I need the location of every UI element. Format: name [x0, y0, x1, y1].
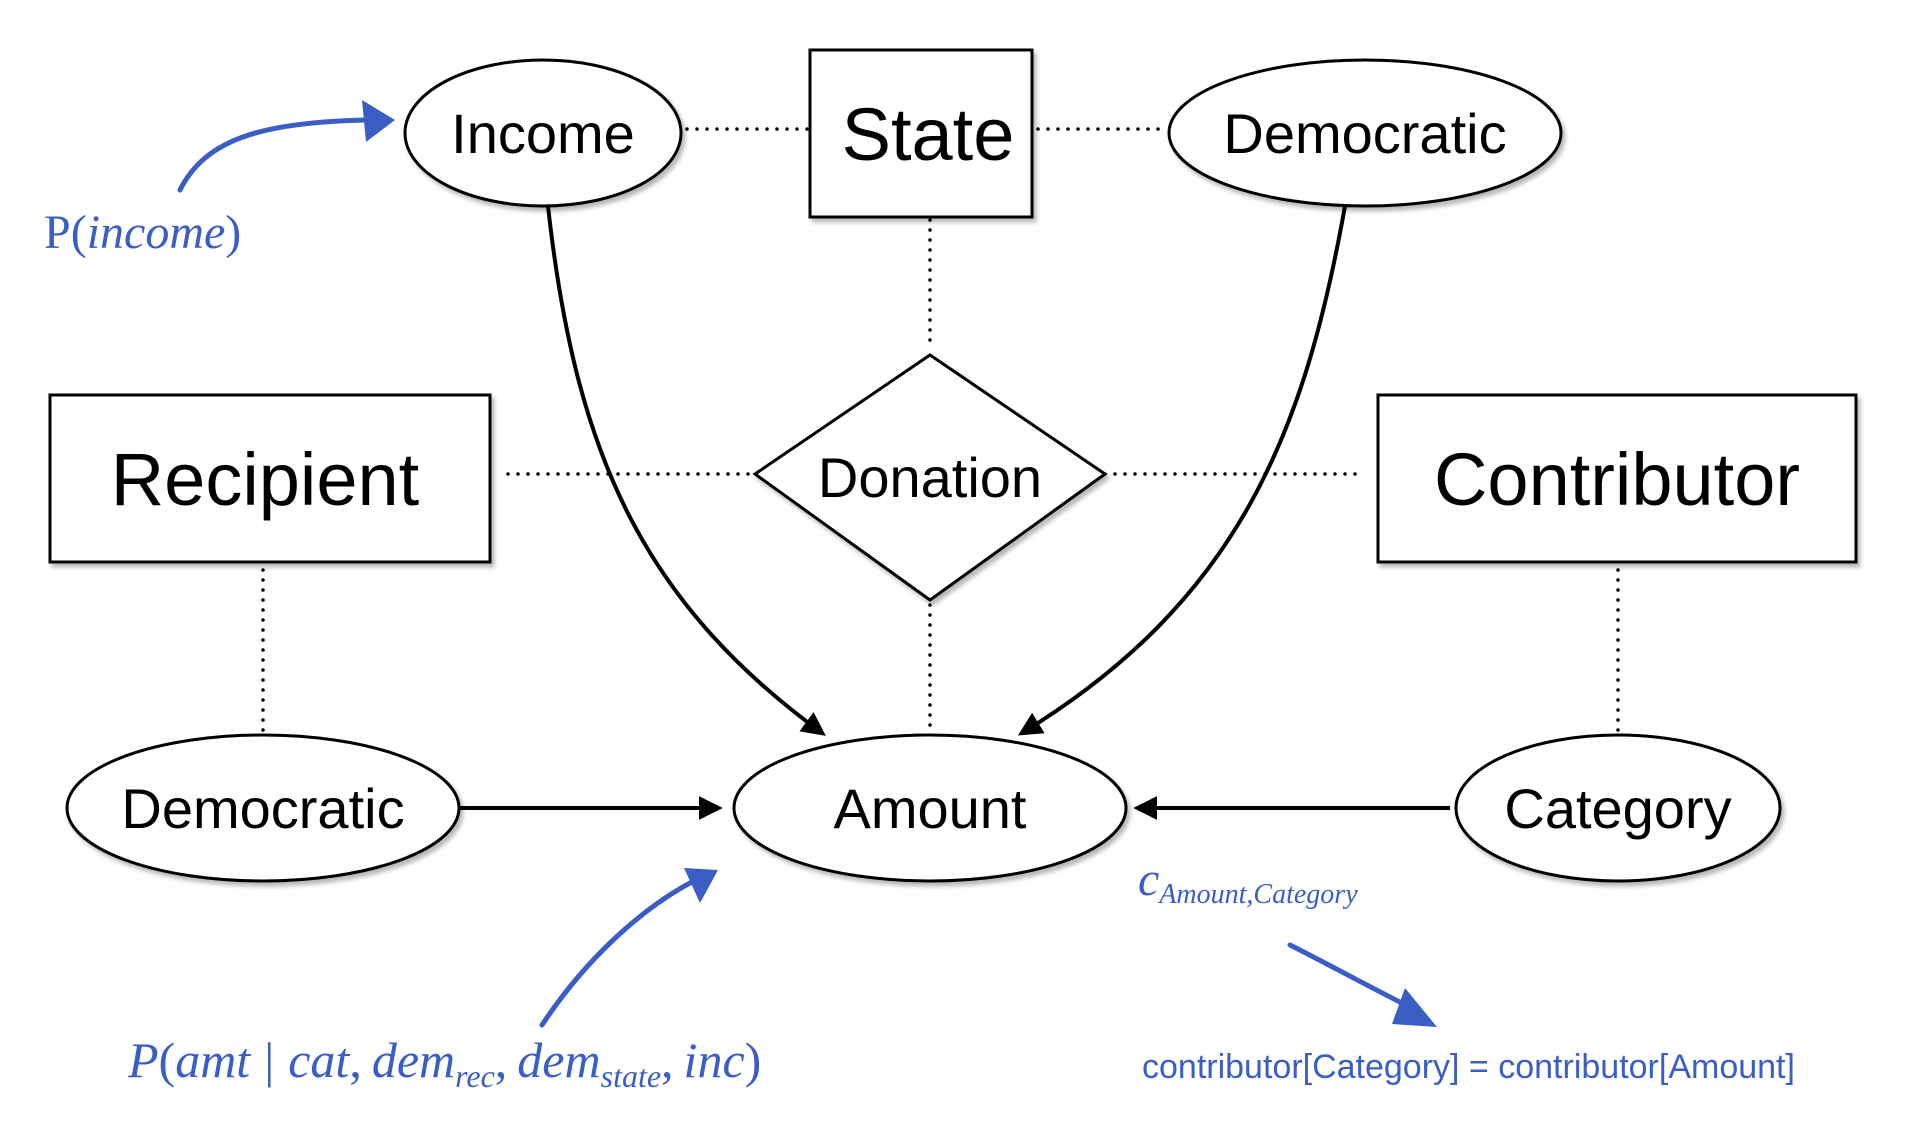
node-recipient-label: Recipient [111, 438, 420, 521]
node-category [1454, 733, 1782, 883]
p-amount-dem1: dem [372, 1032, 455, 1088]
annotation-p-amount: P(amt|cat,demrec,demstate,inc) [127, 1032, 761, 1094]
annotation-arrowhead-constraint [1392, 988, 1437, 1027]
annotation-arrow-amount [539, 880, 693, 1028]
arrow-democratic-to-amount [1017, 205, 1347, 736]
node-democratic-recipient [65, 733, 461, 883]
annotation-arrow-constraint [1287, 942, 1415, 1011]
annotation-arrow-income [177, 117, 371, 193]
p-income-var: income [87, 206, 226, 259]
node-contributor [1376, 393, 1858, 564]
annotation-arrowhead-income [362, 100, 395, 142]
p-amount-close: ) [745, 1032, 762, 1088]
p-amount-comma2: , [495, 1032, 508, 1088]
constraint-subscript: Amount,Category [1157, 879, 1358, 910]
p-income-close: ) [225, 206, 241, 259]
p-income-P: P [44, 206, 71, 259]
p-amount-cat: cat [288, 1032, 350, 1088]
dependency-arrows [460, 205, 1450, 820]
node-state-label: State [842, 93, 1015, 176]
node-amount-label: Amount [834, 777, 1027, 840]
node-democratic-state [1167, 58, 1563, 208]
p-amount-comma3: , [661, 1032, 674, 1088]
annotation-p-income: P(income) [44, 206, 241, 259]
p-amount-sub-rec: rec [455, 1058, 495, 1094]
node-donation [752, 353, 1108, 602]
node-donation-label: Donation [818, 446, 1042, 509]
annotation-constraint: cAmount,Category [1138, 853, 1358, 910]
node-income-label: Income [451, 102, 635, 165]
node-democratic-state-label: Democratic [1223, 102, 1506, 165]
p-amount-sub-state: state [601, 1058, 661, 1094]
annotation-arrowhead-amount [684, 868, 718, 903]
node-recipient [48, 393, 492, 564]
p-amount-comma1: , [349, 1032, 362, 1088]
p-income-open: ( [71, 206, 87, 259]
node-contributor-label: Contributor [1434, 438, 1800, 521]
arrow-income-to-amount [546, 205, 826, 736]
node-state [808, 48, 1034, 219]
p-amount-inc: inc [684, 1032, 745, 1088]
node-category-label: Category [1504, 777, 1731, 840]
p-amount-amt: amt [175, 1032, 251, 1088]
annotation-arrows [177, 100, 1437, 1028]
relationship-links [261, 127, 1620, 735]
p-amount-P: P [127, 1032, 159, 1088]
constraint-symbol: c [1138, 853, 1159, 906]
node-amount [732, 733, 1128, 883]
annotation-constraint-formula: contributor[Category] = contributor[Amou… [1142, 1048, 1795, 1086]
node-democratic-recipient-label: Democratic [121, 777, 404, 840]
p-amount-dem2: dem [517, 1032, 600, 1088]
node-income [403, 58, 683, 208]
p-amount-bar: | [264, 1032, 274, 1088]
p-amount-open: ( [159, 1032, 176, 1088]
